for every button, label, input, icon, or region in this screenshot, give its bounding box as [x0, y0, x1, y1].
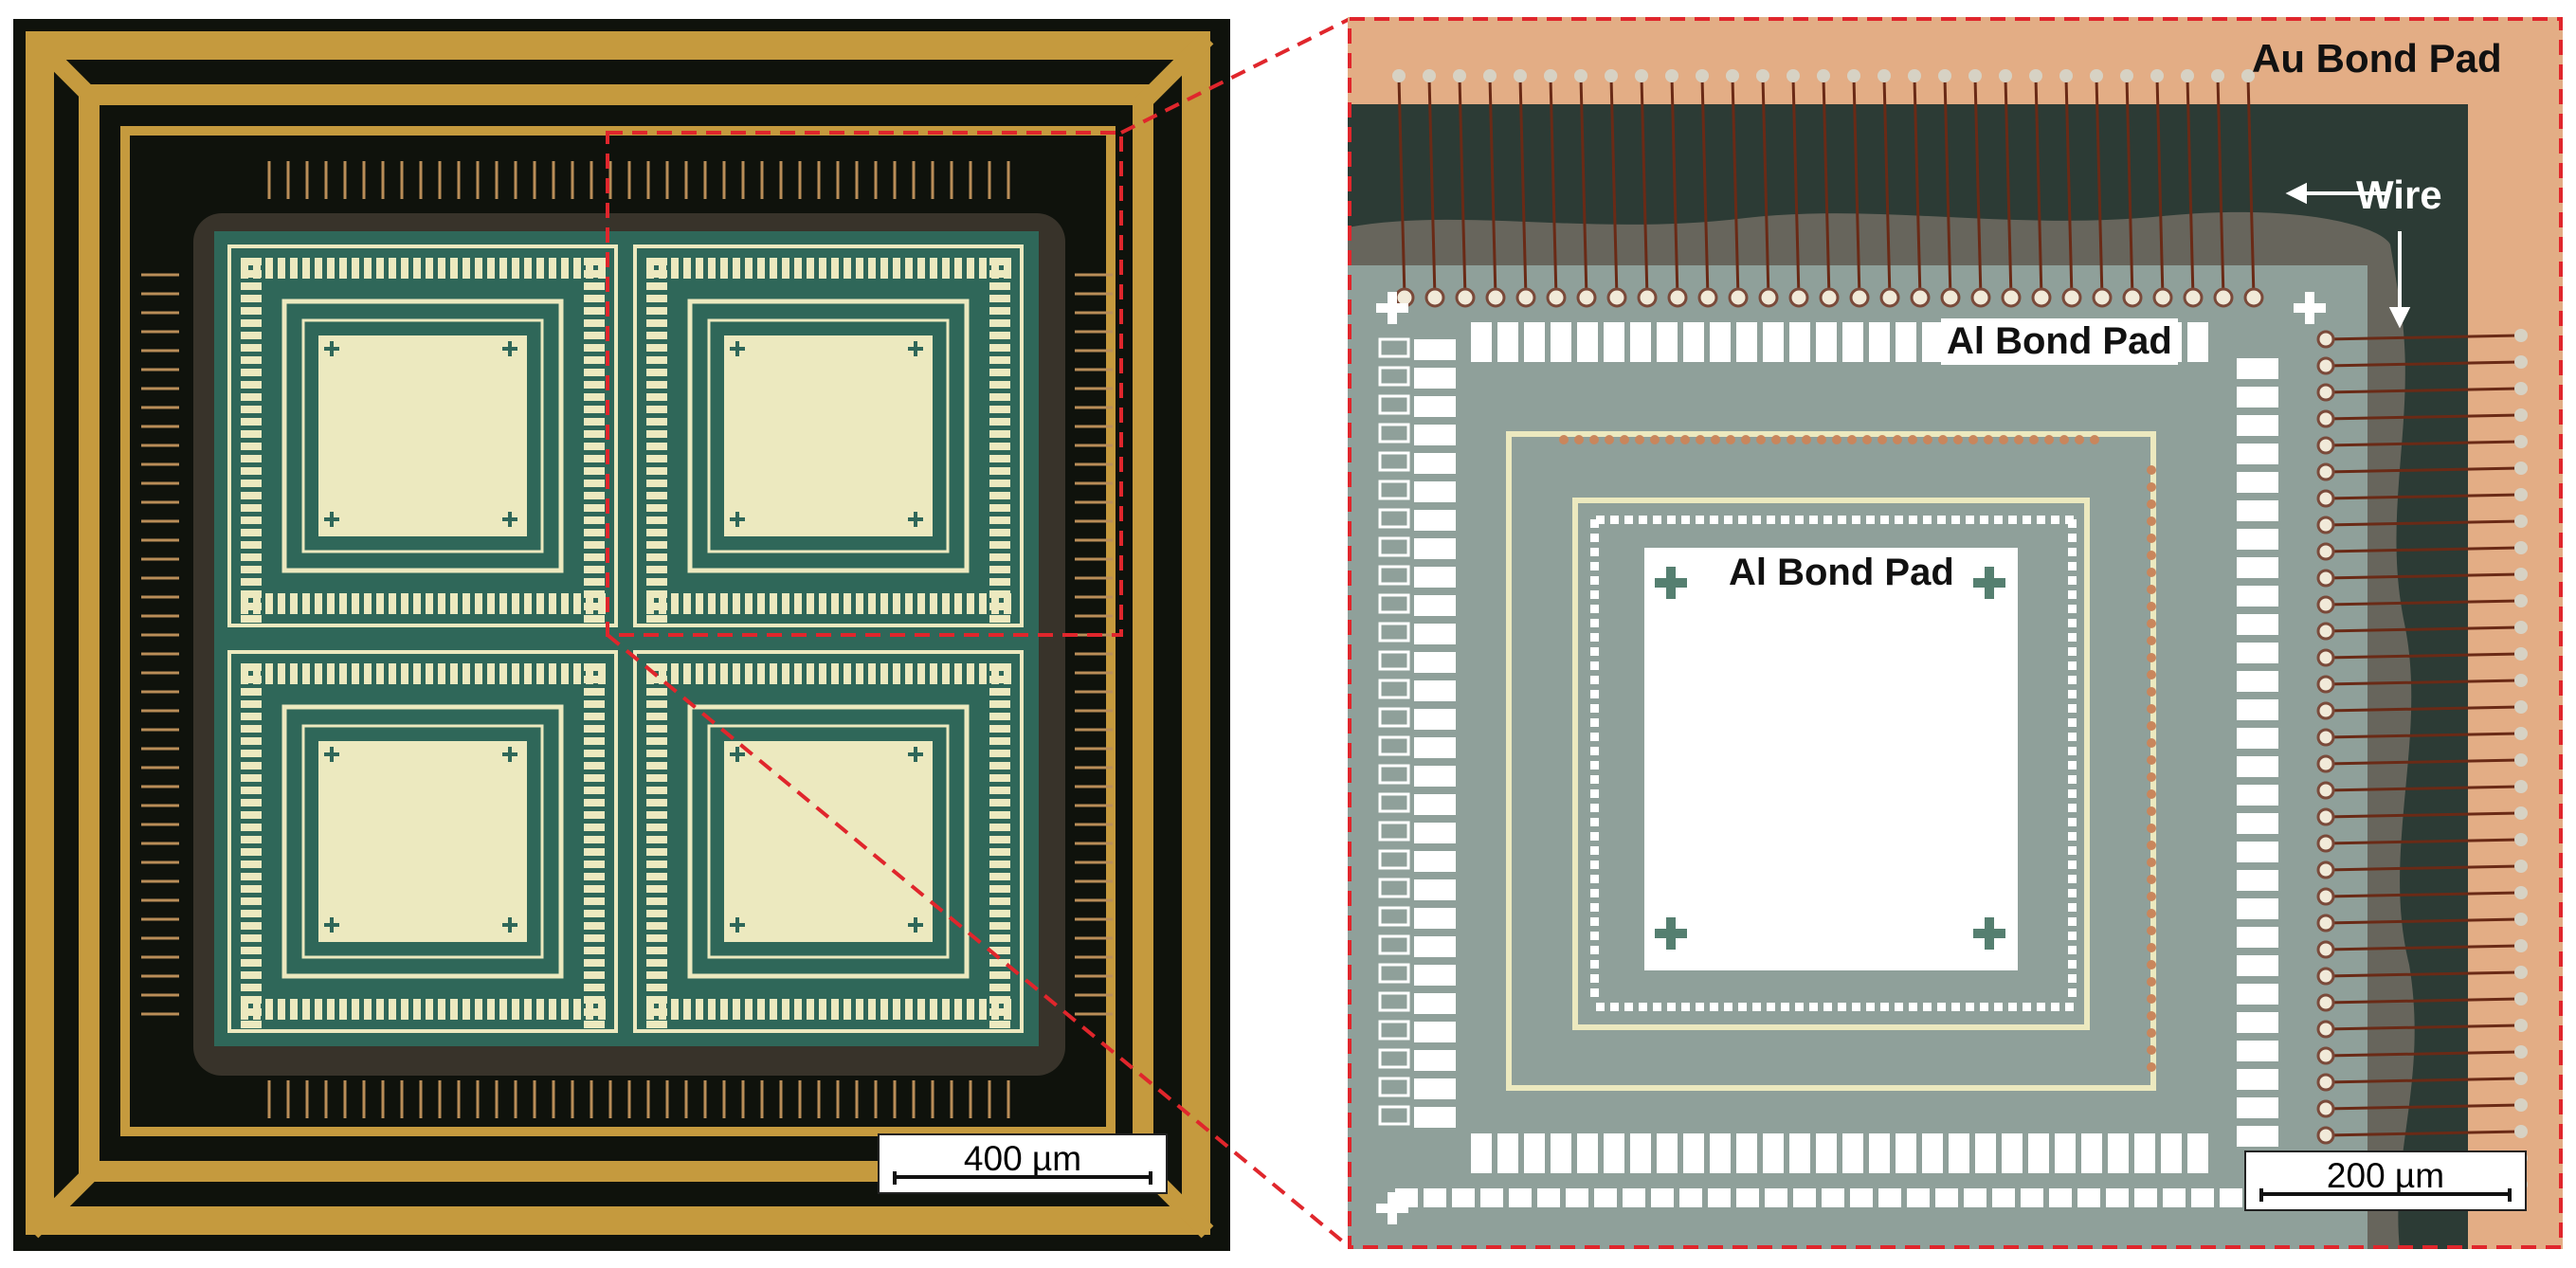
quadrant-center-pad	[318, 741, 527, 942]
die-quadrant-4	[629, 646, 1027, 1037]
scale-bar-line	[2259, 1192, 2512, 1196]
zoom-region-box	[606, 131, 1123, 637]
scale-bar-tick-left	[2259, 1188, 2263, 1202]
die-overview-image: 400 µm	[13, 19, 1230, 1251]
scale-bar-tick-right	[2508, 1188, 2512, 1202]
scale-bar-line	[893, 1175, 1152, 1179]
scale-bar-200um: 200 µm	[2244, 1150, 2527, 1211]
label-al-bond-pad-top: Al Bond Pad	[1941, 318, 2178, 365]
die-quadrant-3	[224, 646, 622, 1037]
scale-bar-400um: 400 µm	[878, 1133, 1168, 1194]
quadrant-center-pad	[318, 335, 527, 536]
quadrant-center-pad	[724, 335, 933, 536]
label-wire: Wire	[2356, 172, 2442, 217]
scale-bar-label: 400 µm	[963, 1139, 1082, 1178]
die-overview-graphic	[13, 19, 1230, 1251]
scale-bar-tick-right	[1149, 1171, 1152, 1185]
zoomed-quadrant-image: Au Bond Pad Wire Al Bond Pad Al Bond Pad…	[1348, 17, 2563, 1251]
quadrant-center-pad	[724, 741, 933, 942]
scale-bar-tick-left	[893, 1171, 897, 1185]
central-al-bond-pad	[1644, 548, 2018, 970]
label-au-bond-pad: Au Bond Pad	[2252, 36, 2502, 81]
die-quadrant-1	[224, 241, 622, 631]
scale-bar-label: 200 µm	[2326, 1156, 2445, 1195]
zoomed-quadrant-graphic	[1348, 17, 2563, 1251]
label-al-bond-pad-center: Al Bond Pad	[1729, 552, 1954, 593]
die-quadrant-2	[629, 241, 1027, 631]
